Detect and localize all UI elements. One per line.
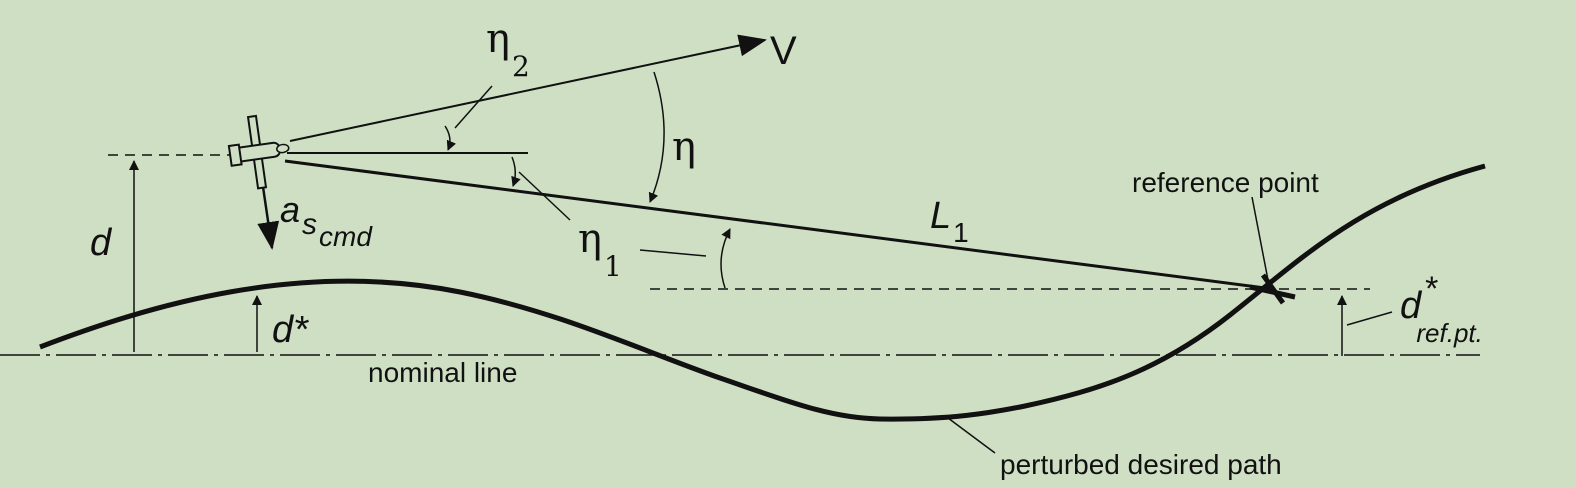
dref-label: d*ref.pt. <box>1400 270 1483 348</box>
eta2-label: η2 <box>486 16 530 83</box>
eta1-leader-upper <box>518 171 571 221</box>
dstar-label: d* <box>272 309 309 351</box>
reference-point-marker <box>1249 273 1296 305</box>
perturbed-path-curve <box>39 163 1486 422</box>
reference-point-leader <box>1251 196 1269 281</box>
aircraft-icon <box>227 114 290 190</box>
eta2-arc <box>444 125 457 151</box>
eta1-arc-aircraft <box>511 156 521 187</box>
reference-point-label: reference point <box>1132 167 1319 198</box>
accel-label: ascmd <box>280 189 373 252</box>
eta2-leader <box>454 85 493 129</box>
dref-leader <box>1346 311 1393 326</box>
velocity-label: V <box>770 29 797 73</box>
eta1-arc-ref <box>720 228 731 289</box>
perturbed-path-label: perturbed desired path <box>1000 449 1282 480</box>
L1-label: L1 <box>930 195 969 248</box>
perturbed-path-leader <box>947 417 996 454</box>
eta-arc <box>648 71 665 203</box>
d-label: d <box>90 222 113 264</box>
eta-label: η <box>672 124 696 170</box>
velocity-vector <box>289 34 767 142</box>
L1-line <box>284 159 1274 291</box>
accel-arrow <box>257 179 280 250</box>
eta1-leader-lower <box>639 249 707 257</box>
eta1-label: η1 <box>578 216 622 283</box>
nominal-line-label: nominal line <box>368 357 517 388</box>
